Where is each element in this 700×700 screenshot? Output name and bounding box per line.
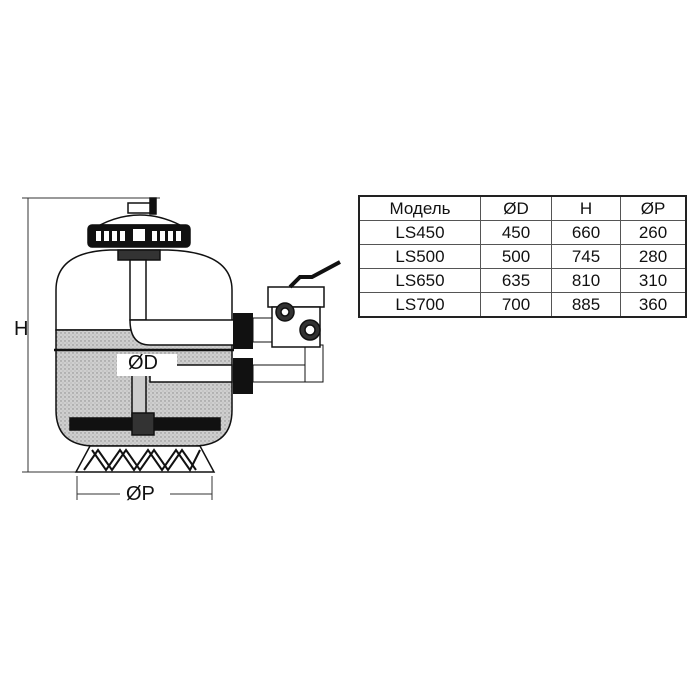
base-dimension [76, 476, 213, 500]
multiport-valve [267, 260, 341, 348]
header-base: ØP [620, 195, 687, 221]
cell: 635 [480, 268, 552, 293]
base-stand [74, 445, 216, 473]
cell: 885 [551, 292, 621, 318]
tank-lid [87, 197, 191, 261]
header-model: Модель [358, 195, 481, 221]
pipe-unions [233, 313, 324, 394]
cell: 450 [480, 220, 552, 245]
cell: 745 [551, 244, 621, 269]
cell: 810 [551, 268, 621, 293]
table-row: LS650 635 810 310 [358, 268, 687, 293]
cell: LS700 [358, 292, 481, 318]
table-row: LS700 700 885 360 [358, 292, 687, 318]
cell: 260 [620, 220, 687, 245]
cell: LS650 [358, 268, 481, 293]
table-row: LS500 500 745 280 [358, 244, 687, 269]
header-height: H [551, 195, 621, 221]
cell: 280 [620, 244, 687, 269]
cell: 360 [620, 292, 687, 318]
cell: LS500 [358, 244, 481, 269]
cell: 310 [620, 268, 687, 293]
cell: 500 [480, 244, 552, 269]
header-diameter: ØD [480, 195, 552, 221]
base-diameter-label: ØP [126, 483, 155, 505]
cell: 700 [480, 292, 552, 318]
cell: 660 [551, 220, 621, 245]
height-dimension [22, 197, 160, 473]
diameter-label: ØD [128, 352, 158, 374]
table-header-row: Модель ØD H ØP [358, 195, 687, 221]
spec-table: Модель ØD H ØP LS450 450 660 260 LS500 5… [358, 195, 687, 318]
height-label: H [14, 318, 29, 340]
internal-pipes [69, 259, 236, 436]
table-row: LS450 450 660 260 [358, 220, 687, 245]
cell: LS450 [358, 220, 481, 245]
